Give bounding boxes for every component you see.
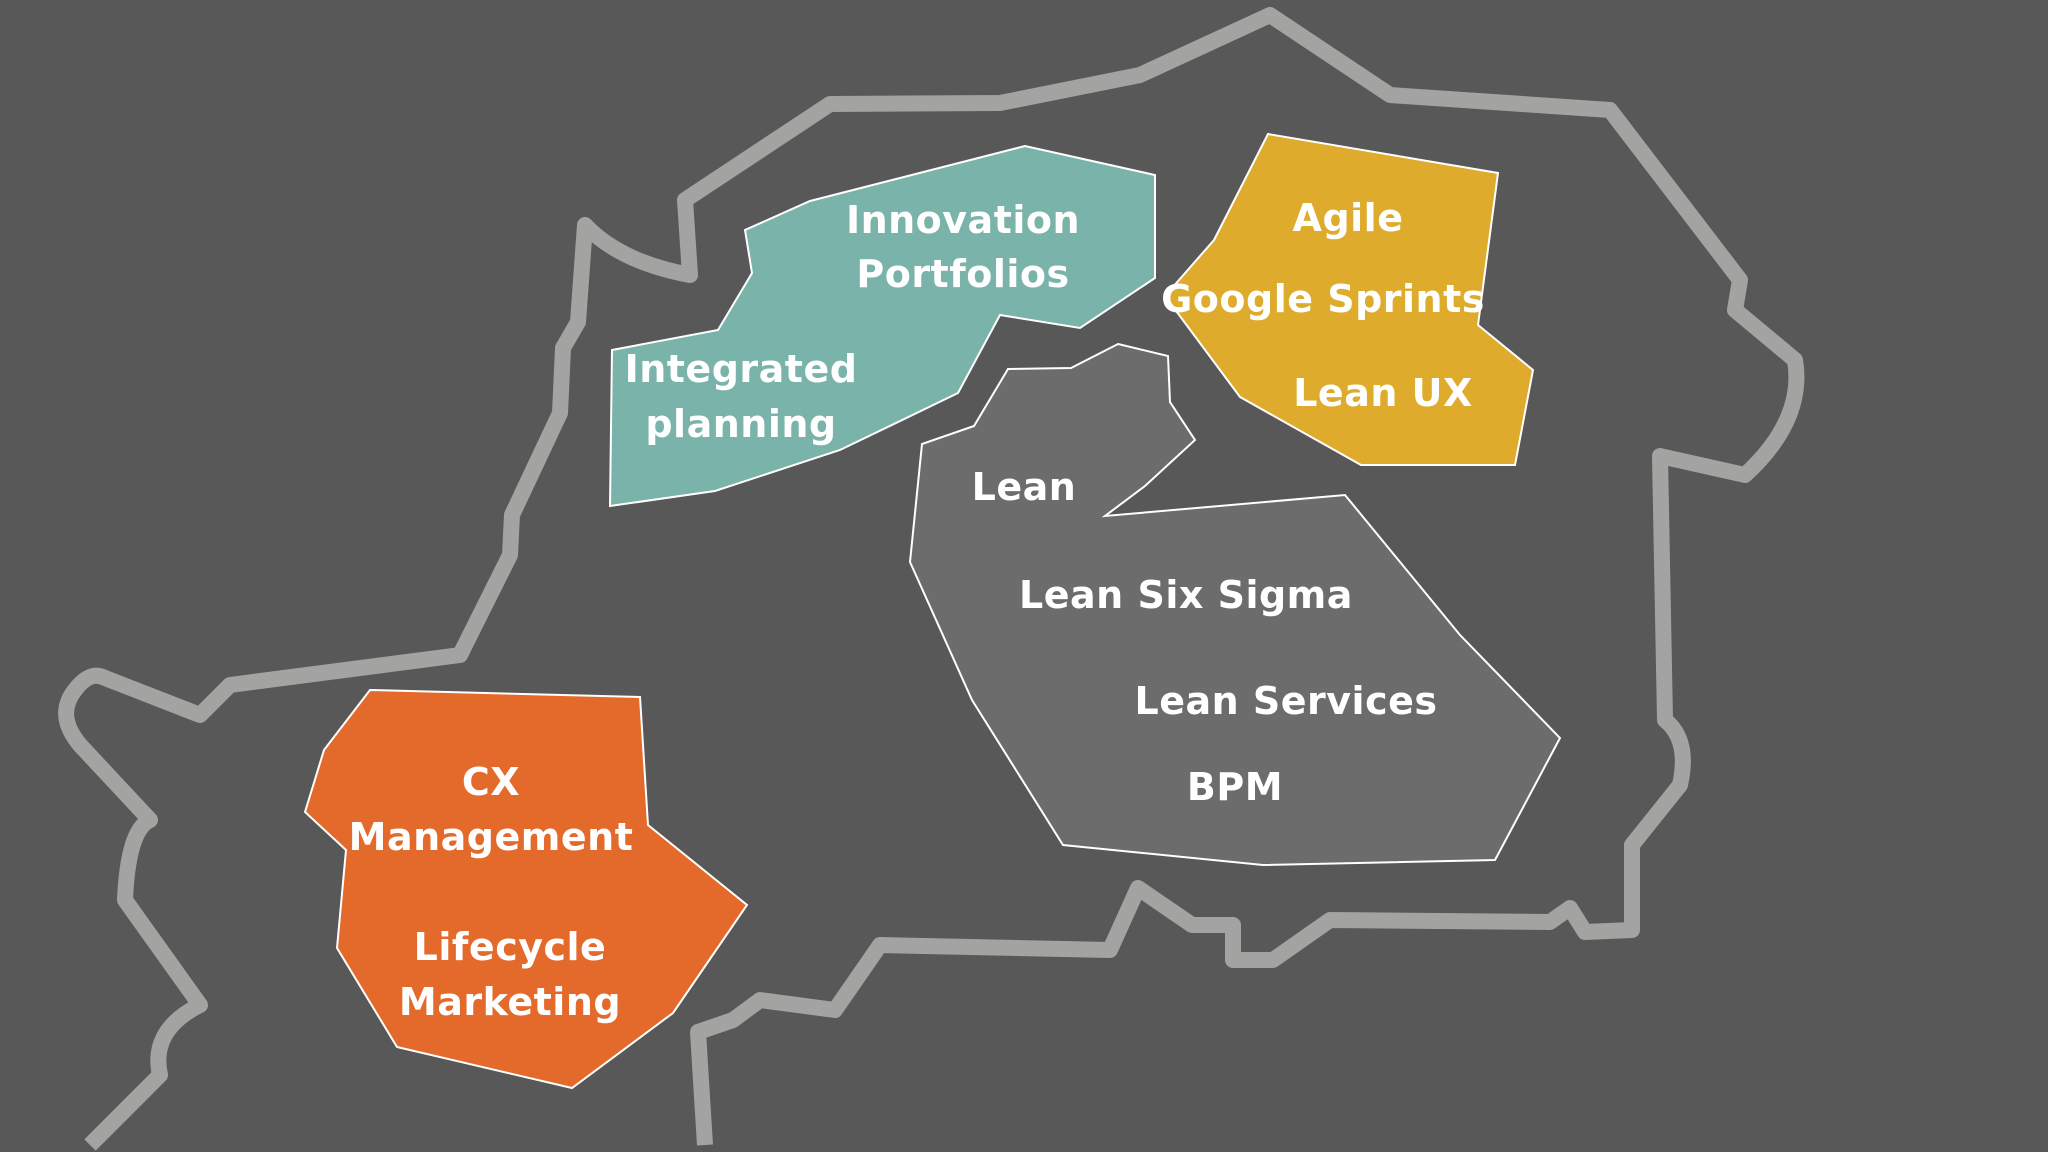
innovation-region xyxy=(608,144,1156,508)
label-marketing: Marketing xyxy=(399,980,621,1024)
label-agile: Agile xyxy=(1293,196,1404,240)
label-lean-ux: Lean UX xyxy=(1293,371,1473,415)
label-lean-services: Lean Services xyxy=(1134,679,1437,723)
label-cx: CX xyxy=(462,760,520,804)
label-lifecycle: Lifecycle xyxy=(414,925,607,969)
agile-region xyxy=(1163,132,1535,466)
label-management: Management xyxy=(349,815,634,859)
label-lean-six-sigma: Lean Six Sigma xyxy=(1019,573,1353,617)
label-portfolios: Portfolios xyxy=(856,252,1069,296)
label-lean: Lean xyxy=(972,465,1077,509)
territory-outline xyxy=(58,7,1805,1151)
label-google-sprints: Google Sprints xyxy=(1161,277,1485,321)
lean-region xyxy=(908,342,1562,867)
label-planning: planning xyxy=(645,402,836,446)
label-innovation: Innovation xyxy=(846,198,1080,242)
cx-region xyxy=(303,688,749,1090)
label-bpm: BPM xyxy=(1187,765,1283,809)
label-integrated: Integrated xyxy=(625,347,858,391)
